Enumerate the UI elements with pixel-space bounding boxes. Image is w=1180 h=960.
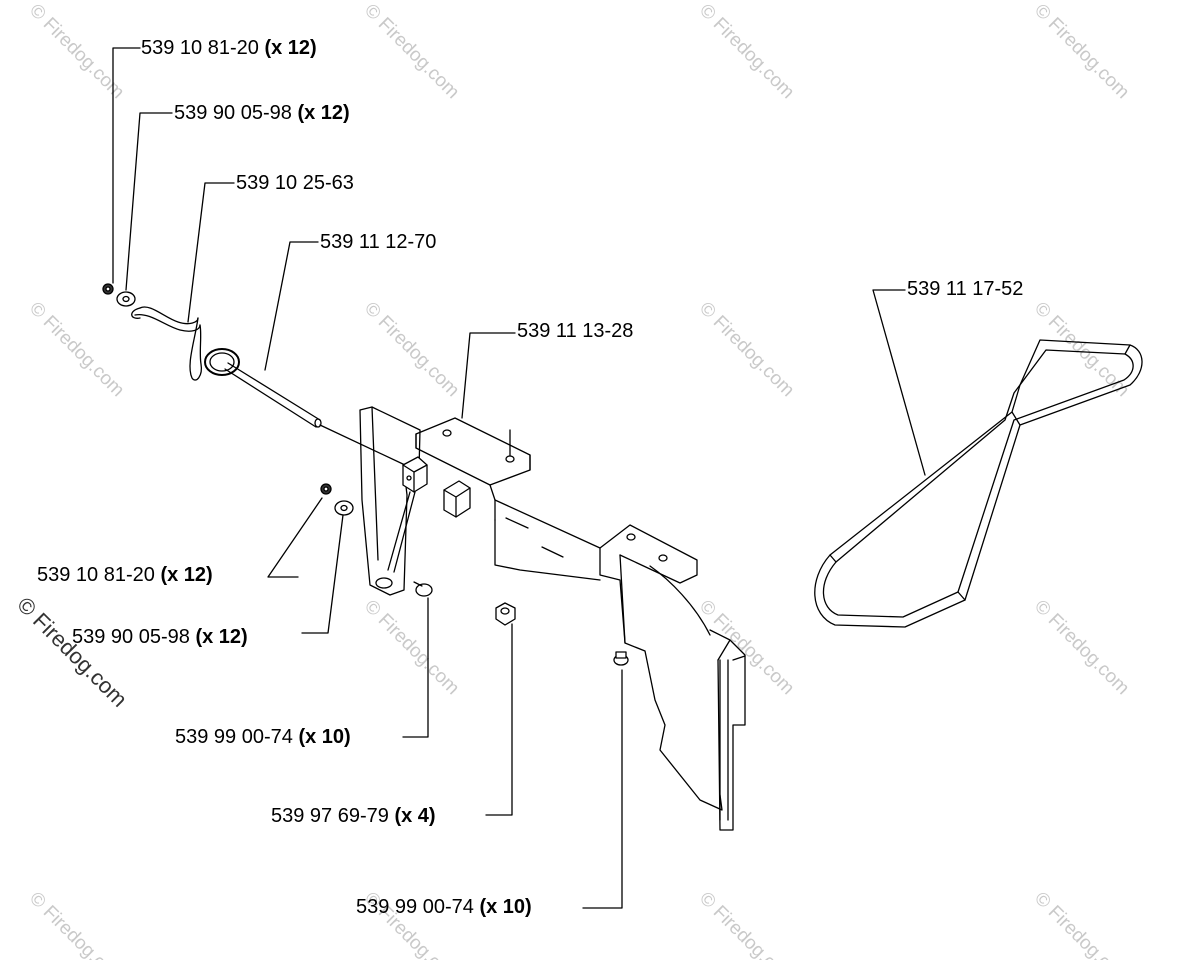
part-quantity: (x 4) xyxy=(394,805,436,827)
bolt-left xyxy=(413,581,433,597)
part-label: 539 99 00-74 (x 10) xyxy=(356,896,532,918)
part-number: 539 10 81-20 xyxy=(37,564,155,586)
part-number: 539 11 12-70 xyxy=(320,231,437,253)
part-quantity: (x 10) xyxy=(298,726,351,748)
drive-belt xyxy=(814,339,1143,628)
bolt-right xyxy=(613,651,629,666)
part-number: 539 99 00-74 xyxy=(175,726,293,748)
part-number: 539 97 69-79 xyxy=(271,805,389,827)
part-number: 539 99 00-74 xyxy=(356,896,474,918)
part-label: 539 90 05-98 (x 12) xyxy=(72,626,248,648)
part-number: 539 11 17-52 xyxy=(907,278,1024,300)
part-number: 539 90 05-98 xyxy=(72,626,190,648)
part-quantity: (x 12) xyxy=(195,626,248,648)
washer-top-left xyxy=(116,291,136,307)
nut-middle-left xyxy=(320,483,332,495)
main-body-plate xyxy=(494,499,746,831)
part-number: 539 11 13-28 xyxy=(517,320,634,342)
rubber-block-1 xyxy=(402,456,428,493)
part-number: 539 10 25-63 xyxy=(236,172,354,194)
part-label: 539 10 25-63 xyxy=(236,172,354,194)
part-label: 539 10 81-20 (x 12) xyxy=(141,37,317,59)
part-quantity: (x 12) xyxy=(160,564,213,586)
clevis-pin xyxy=(204,348,322,428)
part-quantity: (x 12) xyxy=(297,102,350,124)
lanyard-wire xyxy=(131,306,202,381)
part-label: 539 11 12-70 xyxy=(320,231,436,253)
nut-top-left xyxy=(102,283,114,295)
part-label: 539 11 17-52 xyxy=(907,278,1023,300)
part-label: 539 99 00-74 (x 10) xyxy=(175,726,351,748)
hex-nut xyxy=(495,602,516,626)
part-label: 539 11 13-28 xyxy=(517,320,633,342)
leader-lines xyxy=(112,47,926,909)
part-label: 539 90 05-98 (x 12) xyxy=(174,102,350,124)
part-label: 539 10 81-20 (x 12) xyxy=(37,564,213,586)
top-bracket xyxy=(415,417,531,521)
part-quantity: (x 10) xyxy=(479,896,532,918)
washer-middle-left xyxy=(334,500,354,516)
part-number: 539 90 05-98 xyxy=(174,102,292,124)
part-quantity: (x 12) xyxy=(264,37,317,59)
rubber-block-2 xyxy=(443,480,471,518)
part-number: 539 10 81-20 xyxy=(141,37,259,59)
part-label: 539 97 69-79 (x 4) xyxy=(271,805,436,827)
left-mounting-plate xyxy=(359,406,421,596)
